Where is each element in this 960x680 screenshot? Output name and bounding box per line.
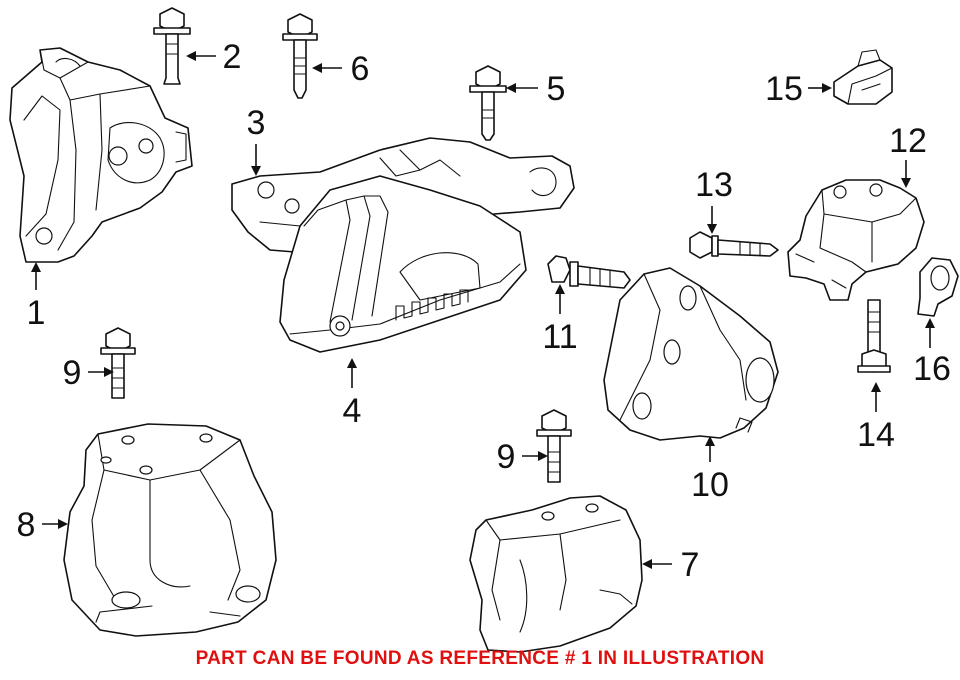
part-13-bolt bbox=[689, 231, 779, 259]
part-7-bracket bbox=[469, 495, 643, 653]
callout-2: 2 bbox=[223, 38, 242, 76]
part-2-bolt bbox=[153, 7, 191, 85]
part-9-bolt-right bbox=[536, 409, 572, 483]
part-6-bolt bbox=[282, 13, 318, 99]
callout-14: 14 bbox=[857, 416, 895, 454]
part-12-bracket bbox=[787, 179, 925, 301]
part-4-mount bbox=[279, 175, 527, 353]
part-5-bolt bbox=[469, 65, 507, 141]
part-8-mount bbox=[63, 423, 277, 637]
part-9-bolt-left bbox=[100, 327, 136, 399]
callout-4: 4 bbox=[343, 392, 362, 430]
callout-5: 5 bbox=[547, 70, 566, 108]
callout-8: 8 bbox=[17, 506, 36, 544]
callout-9-left: 9 bbox=[63, 354, 82, 392]
callout-3: 3 bbox=[247, 104, 266, 142]
part-15-clip bbox=[833, 49, 893, 105]
callout-15: 15 bbox=[765, 70, 803, 108]
part-1-mount bbox=[9, 47, 193, 263]
part-10-mount bbox=[603, 267, 779, 441]
callout-1: 1 bbox=[27, 294, 46, 332]
callout-13: 13 bbox=[695, 166, 733, 204]
callout-6: 6 bbox=[351, 50, 370, 88]
part-16-bushing bbox=[917, 257, 959, 317]
part-14-bolt bbox=[857, 299, 891, 373]
callout-9-right: 9 bbox=[497, 438, 516, 476]
reference-note: PART CAN BE FOUND AS REFERENCE # 1 IN IL… bbox=[195, 648, 765, 669]
callout-arrows bbox=[31, 51, 935, 569]
callout-11: 11 bbox=[542, 318, 577, 356]
callout-labels: 1 2 3 4 5 6 7 8 9 9 10 11 12 13 14 15 16 bbox=[17, 38, 951, 584]
callout-7: 7 bbox=[681, 546, 700, 584]
callout-16: 16 bbox=[913, 350, 951, 388]
part-11-stud bbox=[547, 255, 631, 289]
callout-10: 10 bbox=[691, 466, 729, 504]
callout-12: 12 bbox=[889, 122, 927, 160]
